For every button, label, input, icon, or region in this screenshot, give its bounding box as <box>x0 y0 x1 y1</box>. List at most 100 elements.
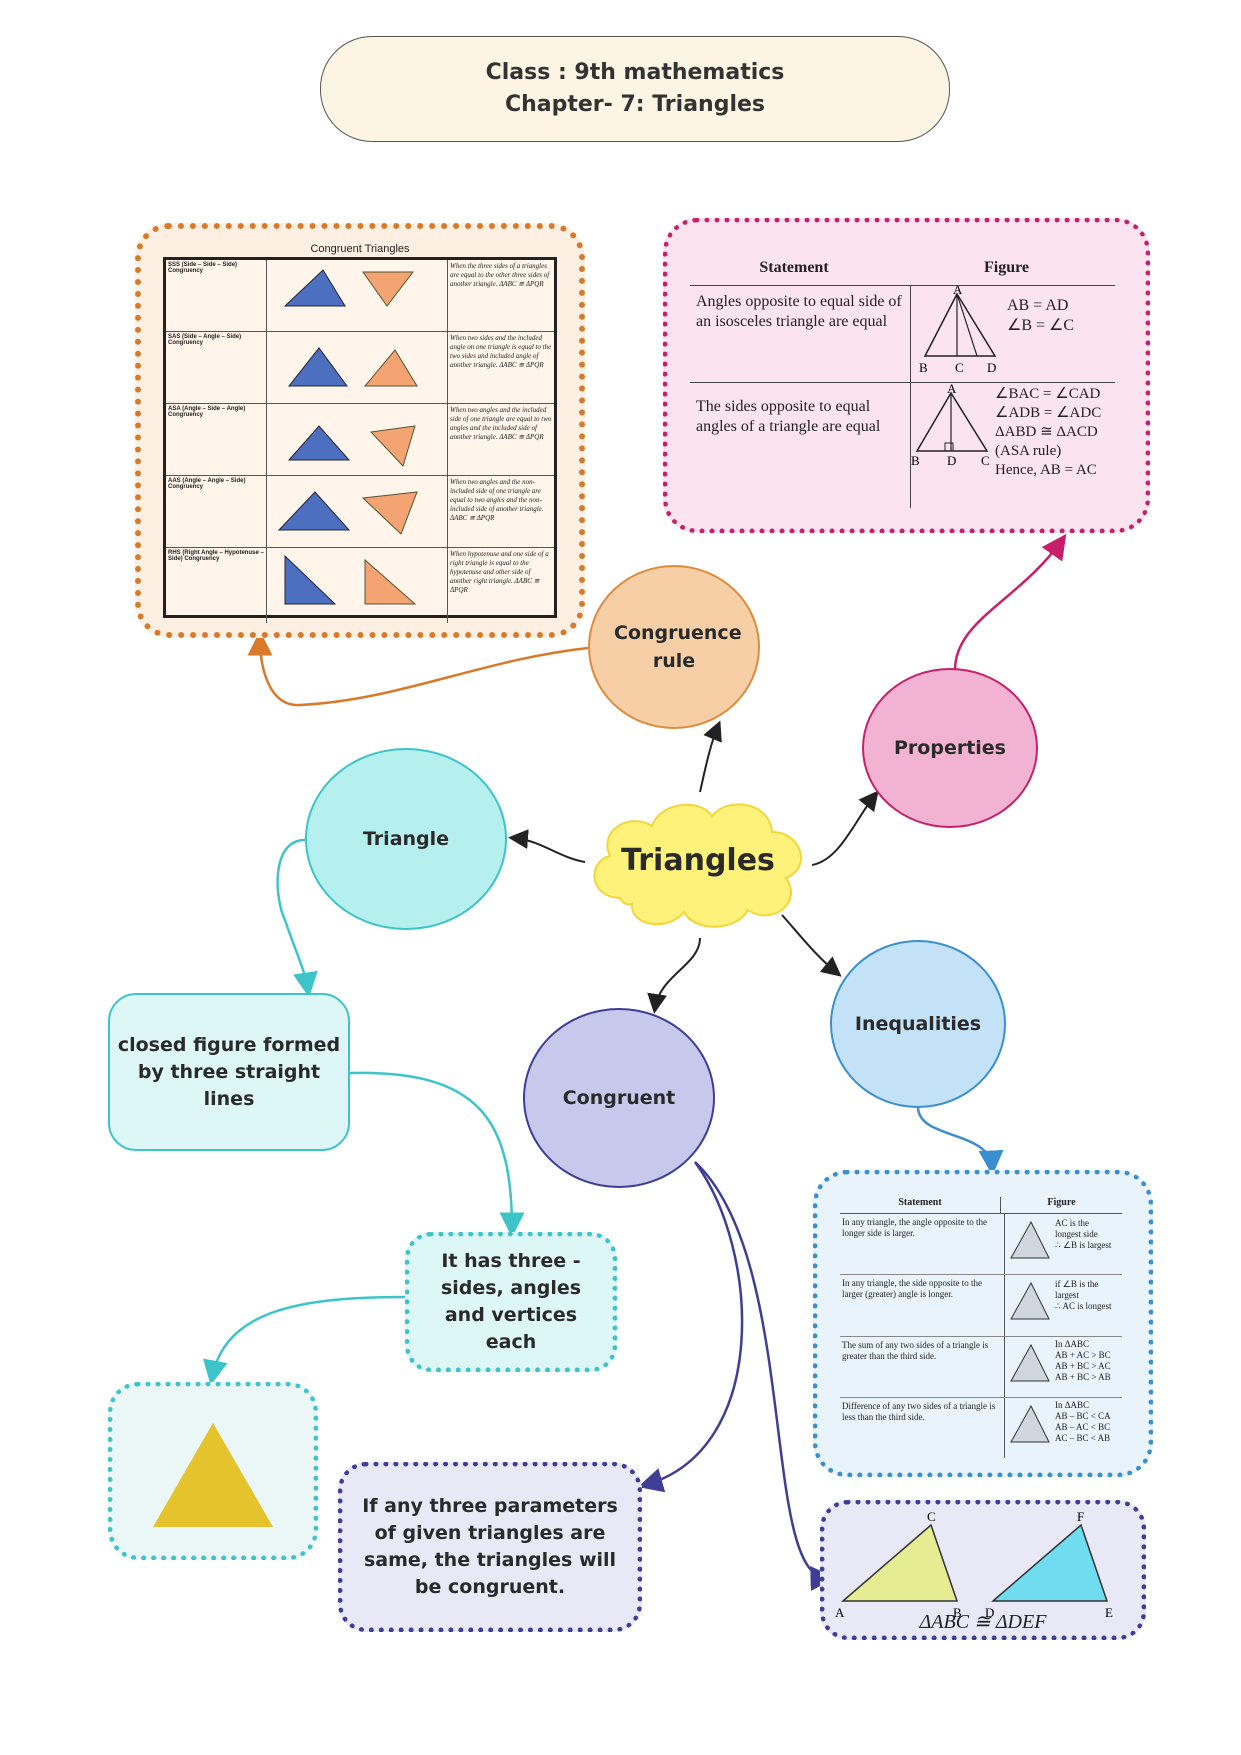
svg-text:A: A <box>835 1605 845 1620</box>
header-chapter: Chapter- 7: Triangles <box>504 92 766 117</box>
congruence-rule-node[interactable]: Congruence rule <box>588 565 760 729</box>
svg-text:B: B <box>953 1605 962 1620</box>
ineq-figure <box>1010 1220 1050 1259</box>
header-class: Class : 9th mathematics <box>485 60 785 85</box>
figure-cell: AC is the longest side ∴ ∠B is largest <box>1004 1214 1122 1275</box>
svg-text:A: A <box>953 286 963 297</box>
note: AB + BC > AB <box>1055 1371 1111 1382</box>
inequalities-header: Statement Figure <box>840 1197 1122 1214</box>
properties-label: Properties <box>894 737 1006 759</box>
svg-text:F: F <box>1077 1509 1084 1524</box>
figure-notes: if ∠B is the largest ∴ AC is longest <box>1055 1275 1111 1335</box>
properties-table-box: Statement Figure Angles opposite to equa… <box>663 218 1150 533</box>
link-center-inequalities <box>781 914 842 977</box>
svg-text:C: C <box>981 453 990 468</box>
yellow-triangle <box>153 1423 273 1527</box>
svg-text:D: D <box>985 1605 994 1620</box>
rule-figure <box>267 548 448 623</box>
ineq-figure <box>1010 1404 1050 1443</box>
inequalities-table-box: Statement Figure In any triangle, the an… <box>813 1170 1153 1477</box>
asa-figure <box>287 425 416 467</box>
note: Hence, AB = AC <box>995 462 1097 478</box>
congruence-table: SSS (Side – Side – Side) Congruency When… <box>163 257 557 623</box>
three-parts-box: It has three - sides, angles and vertice… <box>405 1232 617 1372</box>
triangle-example-box <box>108 1382 318 1560</box>
table-row: The sum of any two sides of a triangle i… <box>840 1336 1122 1398</box>
note: AB – BC < CA <box>1055 1410 1111 1421</box>
figure-notes: ∠BAC = ∠CAD ∠ADB = ∠ADC ΔABD ≅ ΔACD (ASA… <box>995 383 1101 508</box>
rule-desc: When hypotenuse and one side of a right … <box>450 550 549 594</box>
col-statement: Statement <box>759 259 829 276</box>
note: AB + AC > BC <box>1055 1349 1111 1360</box>
svg-text:A: A <box>947 383 957 396</box>
link-congruent-figure <box>694 1161 836 1591</box>
figure-notes: In ΔABC AB – BC < CA AB – AC < BC AC – B… <box>1055 1398 1111 1458</box>
rule-desc: When two angles and the non-included sid… <box>450 478 544 522</box>
note: longest side <box>1055 1229 1098 1239</box>
col-figure: Figure <box>1000 1197 1122 1213</box>
table-row: AAS (Angle – Angle – Side) Congruency Wh… <box>166 476 554 548</box>
rule-desc: When two angles and the included side of… <box>450 406 552 441</box>
link-center-congruence <box>699 720 722 793</box>
abc-def-figure: ACB DFE <box>835 1509 1113 1620</box>
link-properties-table <box>953 533 1067 671</box>
note: if ∠B is the <box>1055 1279 1099 1290</box>
link-center-properties <box>811 790 879 866</box>
properties-table: Statement Figure Angles opposite to equa… <box>690 259 1115 508</box>
congruent-label: Congruent <box>562 1087 676 1109</box>
rule-desc: When two sides and the included angle on… <box>450 334 552 369</box>
note: AB + BC > AC <box>1055 1360 1111 1371</box>
rhs-figure <box>284 554 417 605</box>
svg-text:C: C <box>955 360 964 375</box>
svg-text:D: D <box>947 453 956 468</box>
congruent-node[interactable]: Congruent <box>523 1008 715 1188</box>
ineq-figure <box>1010 1343 1050 1381</box>
table-row: RHS (Right Angle – Hypotenuse – Side) Co… <box>166 548 554 623</box>
link-congruence-table <box>247 630 589 707</box>
figure-notes: AC is the longest side ∴ ∠B is largest <box>1055 1214 1111 1274</box>
table-row: Difference of any two sides of a triangl… <box>840 1397 1122 1458</box>
svg-text:E: E <box>1105 1605 1113 1620</box>
rule-figure <box>267 260 448 331</box>
note: AB = AD <box>1007 297 1069 314</box>
note: (ASA rule) <box>995 443 1062 459</box>
note: AB – AC < BC <box>1055 1421 1111 1432</box>
statement-text: The sum of any two sides of a triangle i… <box>842 1339 989 1361</box>
triangle-abc <box>840 1523 959 1602</box>
center-node[interactable]: Triangles <box>600 830 796 890</box>
center-cloud <box>593 803 802 928</box>
figure-cell: In ΔABC AB + AC > BC AB + BC > AC AB + B… <box>1004 1336 1122 1397</box>
link-center-triangle <box>508 829 586 863</box>
note: ∠B = ∠C <box>1007 317 1075 334</box>
note: ∠BAC = ∠CAD <box>995 386 1101 402</box>
inequalities-node[interactable]: Inequalities <box>830 940 1006 1108</box>
link-definition-threeparts <box>349 1071 525 1238</box>
triangle-node[interactable]: Triangle <box>305 748 507 930</box>
note: ∴ ∠B is largest <box>1055 1240 1112 1250</box>
congruence-rule-label: Congruence rule <box>614 622 742 672</box>
congruence-table-title: Congruent Triangles <box>310 243 410 255</box>
page-header: Class : 9th mathematics Chapter- 7: Tria… <box>320 36 950 142</box>
table-row: SAS (Side – Angle – Side) Congruency Whe… <box>166 332 554 404</box>
figure-notes: AB = AD ∠B = ∠C <box>1007 286 1074 382</box>
rule-desc: When the three sides of a triangles are … <box>450 262 550 288</box>
aas-figure <box>277 491 418 535</box>
rule-name: RHS (Right Angle – Hypotenuse – Side) Co… <box>166 548 267 623</box>
statement-text: In any triangle, the angle opposite to t… <box>842 1217 987 1238</box>
triangle-label: Triangle <box>362 828 450 850</box>
note: AC – BC < AB <box>1055 1432 1111 1443</box>
col-figure: Figure <box>983 259 1030 276</box>
link-inequalities-table <box>916 1107 1004 1176</box>
link-triangle-definition <box>276 838 318 998</box>
three-parts-text: It has three - sides, angles and vertice… <box>440 1250 582 1353</box>
statement-text: Difference of any two sides of a triangl… <box>842 1400 996 1422</box>
properties-node[interactable]: Properties <box>862 668 1038 828</box>
rule-name: SSS (Side – Side – Side) Congruency <box>166 260 267 331</box>
table-row: In any triangle, the side opposite to th… <box>840 1275 1122 1337</box>
statement-text: The sides opposite to equal angles of a … <box>696 398 881 435</box>
